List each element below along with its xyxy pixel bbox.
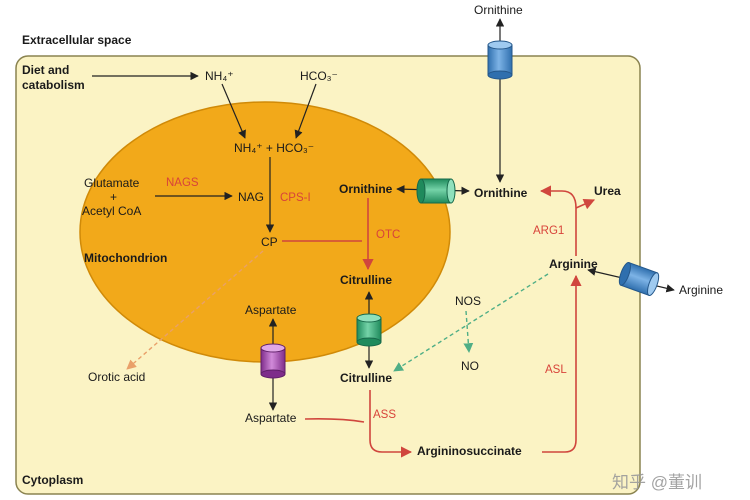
label-nh4-hco3: NH₄⁺ + HCO₃⁻ xyxy=(234,141,314,155)
enzyme-asl: ASL xyxy=(545,364,567,376)
arrow-nh4-to-combined xyxy=(221,83,246,139)
label-nag: NAG xyxy=(238,190,264,204)
label-no: NO xyxy=(461,359,479,373)
ornithine-transporter-plasma-membrane xyxy=(487,40,513,80)
label-aspartate-mito: Aspartate xyxy=(245,303,297,317)
arrow-argininosuccinate-to-arginine xyxy=(542,274,582,453)
arrow-citrulline-to-argininosuccinate xyxy=(369,390,413,458)
label-orotic-acid: Orotic acid xyxy=(88,370,145,384)
enzyme-nags: NAGS xyxy=(166,177,199,189)
ornithine-transporter-mito-membrane xyxy=(416,178,456,204)
label-cytoplasm: Cytoplasm xyxy=(22,473,83,487)
label-ornithine-cyto: Ornithine xyxy=(474,186,528,200)
citrulline-transporter-mito-membrane xyxy=(356,313,382,347)
arrow-cp-to-orotic-acid xyxy=(126,250,264,370)
arrow-arginine-to-citrulline-nos xyxy=(393,273,549,372)
label-catabolism: catabolism xyxy=(22,78,85,92)
label-diet: Diet and xyxy=(22,63,69,77)
label-argininosuccinate: Argininosuccinate xyxy=(417,444,522,458)
label-nh4: NH₄⁺ xyxy=(205,69,234,83)
arrow-hco3-to-combined xyxy=(294,83,317,139)
arginine-transporter-plasma-membrane xyxy=(618,261,660,297)
enzyme-otc: OTC xyxy=(376,229,400,241)
arrow-aspartate-to-ass xyxy=(304,418,365,423)
label-acetyl-coa: Acetyl CoA xyxy=(82,204,141,218)
enzyme-arg1: ARG1 xyxy=(533,225,564,237)
label-ornithine-extracellular: Ornithine xyxy=(474,3,523,17)
label-glutamate: Glutamate xyxy=(84,176,140,190)
arrow-arginine-to-urea xyxy=(575,198,596,210)
label-hco3: HCO₃⁻ xyxy=(300,69,338,83)
label-extracellular-space: Extracellular space xyxy=(22,33,132,47)
aspartate-transporter-mito-membrane xyxy=(260,343,286,379)
label-citrulline-mito: Citrulline xyxy=(340,273,392,287)
label-arginine-extracellular: Arginine xyxy=(679,283,723,297)
label-mitochondrion: Mitochondrion xyxy=(84,251,167,265)
label-nos: NOS xyxy=(455,294,481,308)
label-plus: + xyxy=(110,190,117,204)
label-ornithine-mito: Ornithine xyxy=(339,182,393,196)
label-aspartate-cyto: Aspartate xyxy=(245,411,297,425)
enzyme-cps1: CPS-I xyxy=(280,192,311,204)
label-citrulline-cyto: Citrulline xyxy=(340,371,392,385)
watermark: 知乎 @董训 xyxy=(612,473,702,492)
enzyme-ass: ASS xyxy=(373,409,396,421)
label-urea: Urea xyxy=(594,184,621,198)
label-cp: CP xyxy=(261,235,278,249)
label-arginine-cyto: Arginine xyxy=(549,257,598,271)
